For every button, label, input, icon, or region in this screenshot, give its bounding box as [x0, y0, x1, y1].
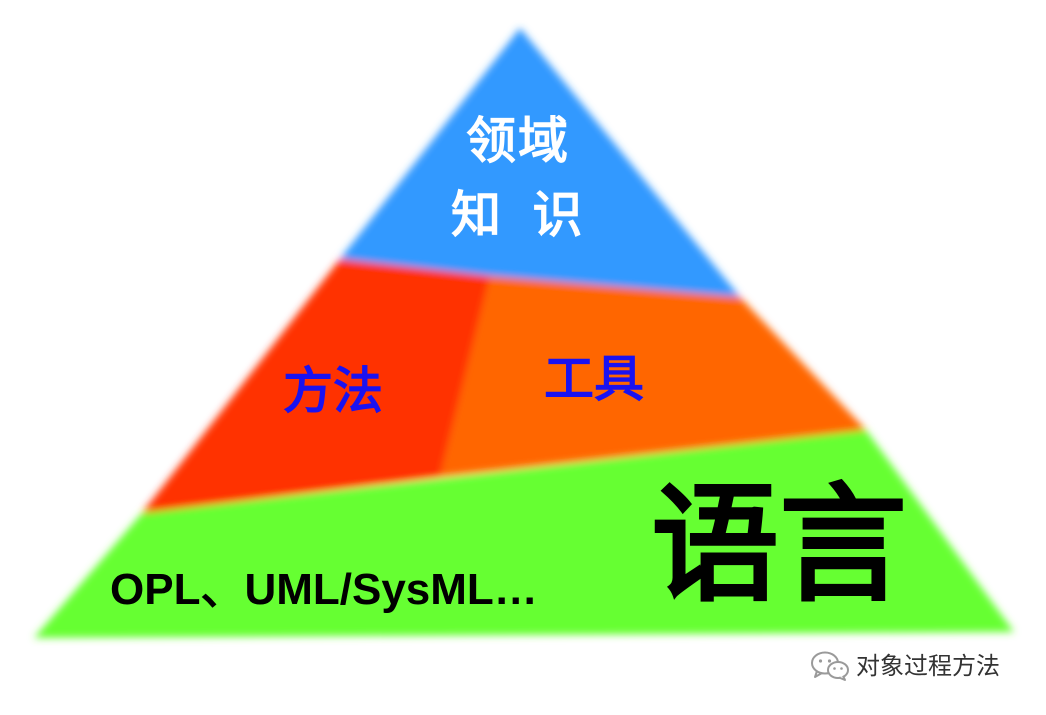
- layer-bottom-language: [34, 430, 1014, 638]
- watermark-text: 对象过程方法: [856, 652, 1000, 680]
- language-label: 语言: [651, 471, 908, 620]
- languages-list-label: OPL、UML/SysML…: [110, 565, 538, 614]
- method-label: 方法: [283, 362, 383, 420]
- layer-middle-tools: [440, 276, 866, 477]
- layer-middle-method: [142, 259, 490, 513]
- wechat-icon: [811, 651, 849, 681]
- layer-top-domain-knowledge: [340, 28, 740, 297]
- watermark: 对象过程方法: [810, 649, 1000, 683]
- domain-knowledge-label-line2: 知 识: [451, 186, 583, 244]
- domain-knowledge-label-line1: 领域: [466, 112, 570, 170]
- tools-label: 工具: [544, 350, 644, 408]
